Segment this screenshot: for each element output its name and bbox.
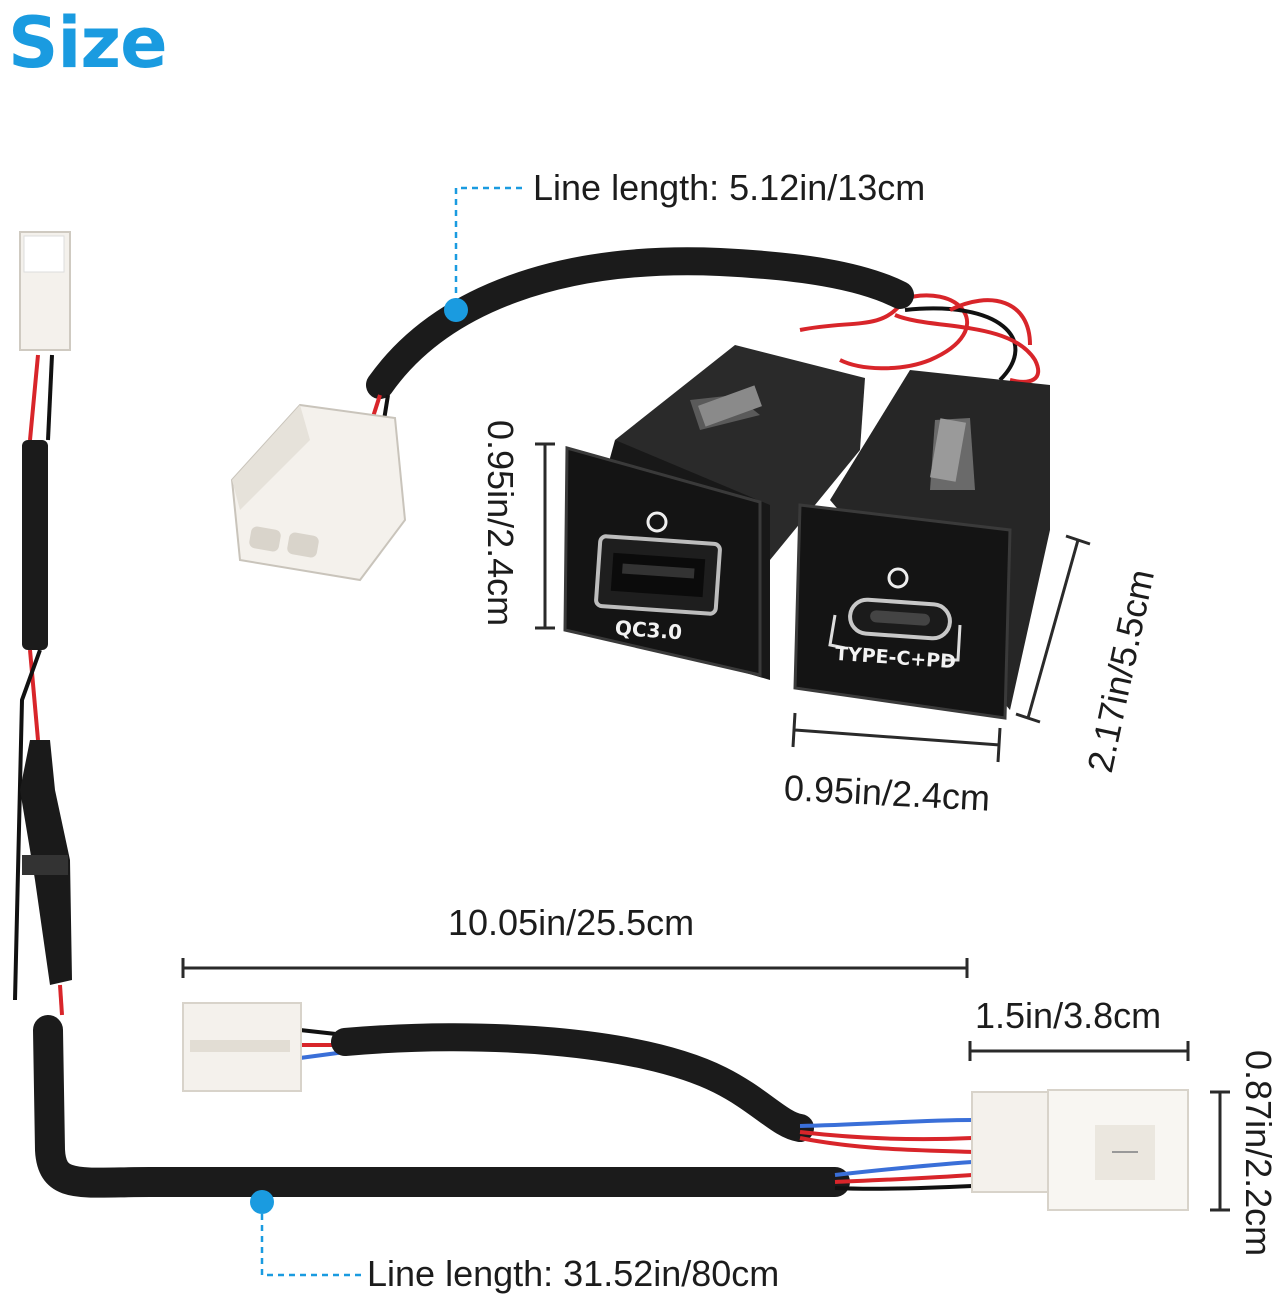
callout-short-line <box>454 186 522 300</box>
bottom-harness <box>182 1002 1189 1211</box>
harness-span-label: 10.05in/25.5cm <box>448 902 695 943</box>
long-line-length-label: Line length: 31.52in/80cm <box>367 1253 780 1294</box>
callout-dot-long <box>250 1190 274 1214</box>
typec-pd-socket: TYPE-C+PD <box>793 370 1050 720</box>
small-white-connector <box>182 1002 302 1092</box>
page-title: Size <box>8 2 168 84</box>
usb-qc-socket: QC3.0 <box>563 345 865 680</box>
long-cable-assembly <box>13 231 850 1198</box>
large-white-connector <box>971 1089 1189 1211</box>
callout-dot-short <box>444 298 468 322</box>
small-white-plug <box>230 403 407 582</box>
usb-port-label: QC3.0 <box>614 616 683 645</box>
socket-height-label: 0.95in/2.4cm <box>480 420 521 627</box>
short-cable-assembly <box>230 247 1041 582</box>
callout-long-line <box>260 1214 362 1277</box>
short-line-length-label: Line length: 5.12in/13cm <box>533 167 926 208</box>
connector-height-label: 0.87in/2.2cm <box>1238 1050 1279 1257</box>
dimension-lines <box>181 442 1230 1212</box>
connector-width-label: 1.5in/3.8cm <box>975 995 1162 1036</box>
